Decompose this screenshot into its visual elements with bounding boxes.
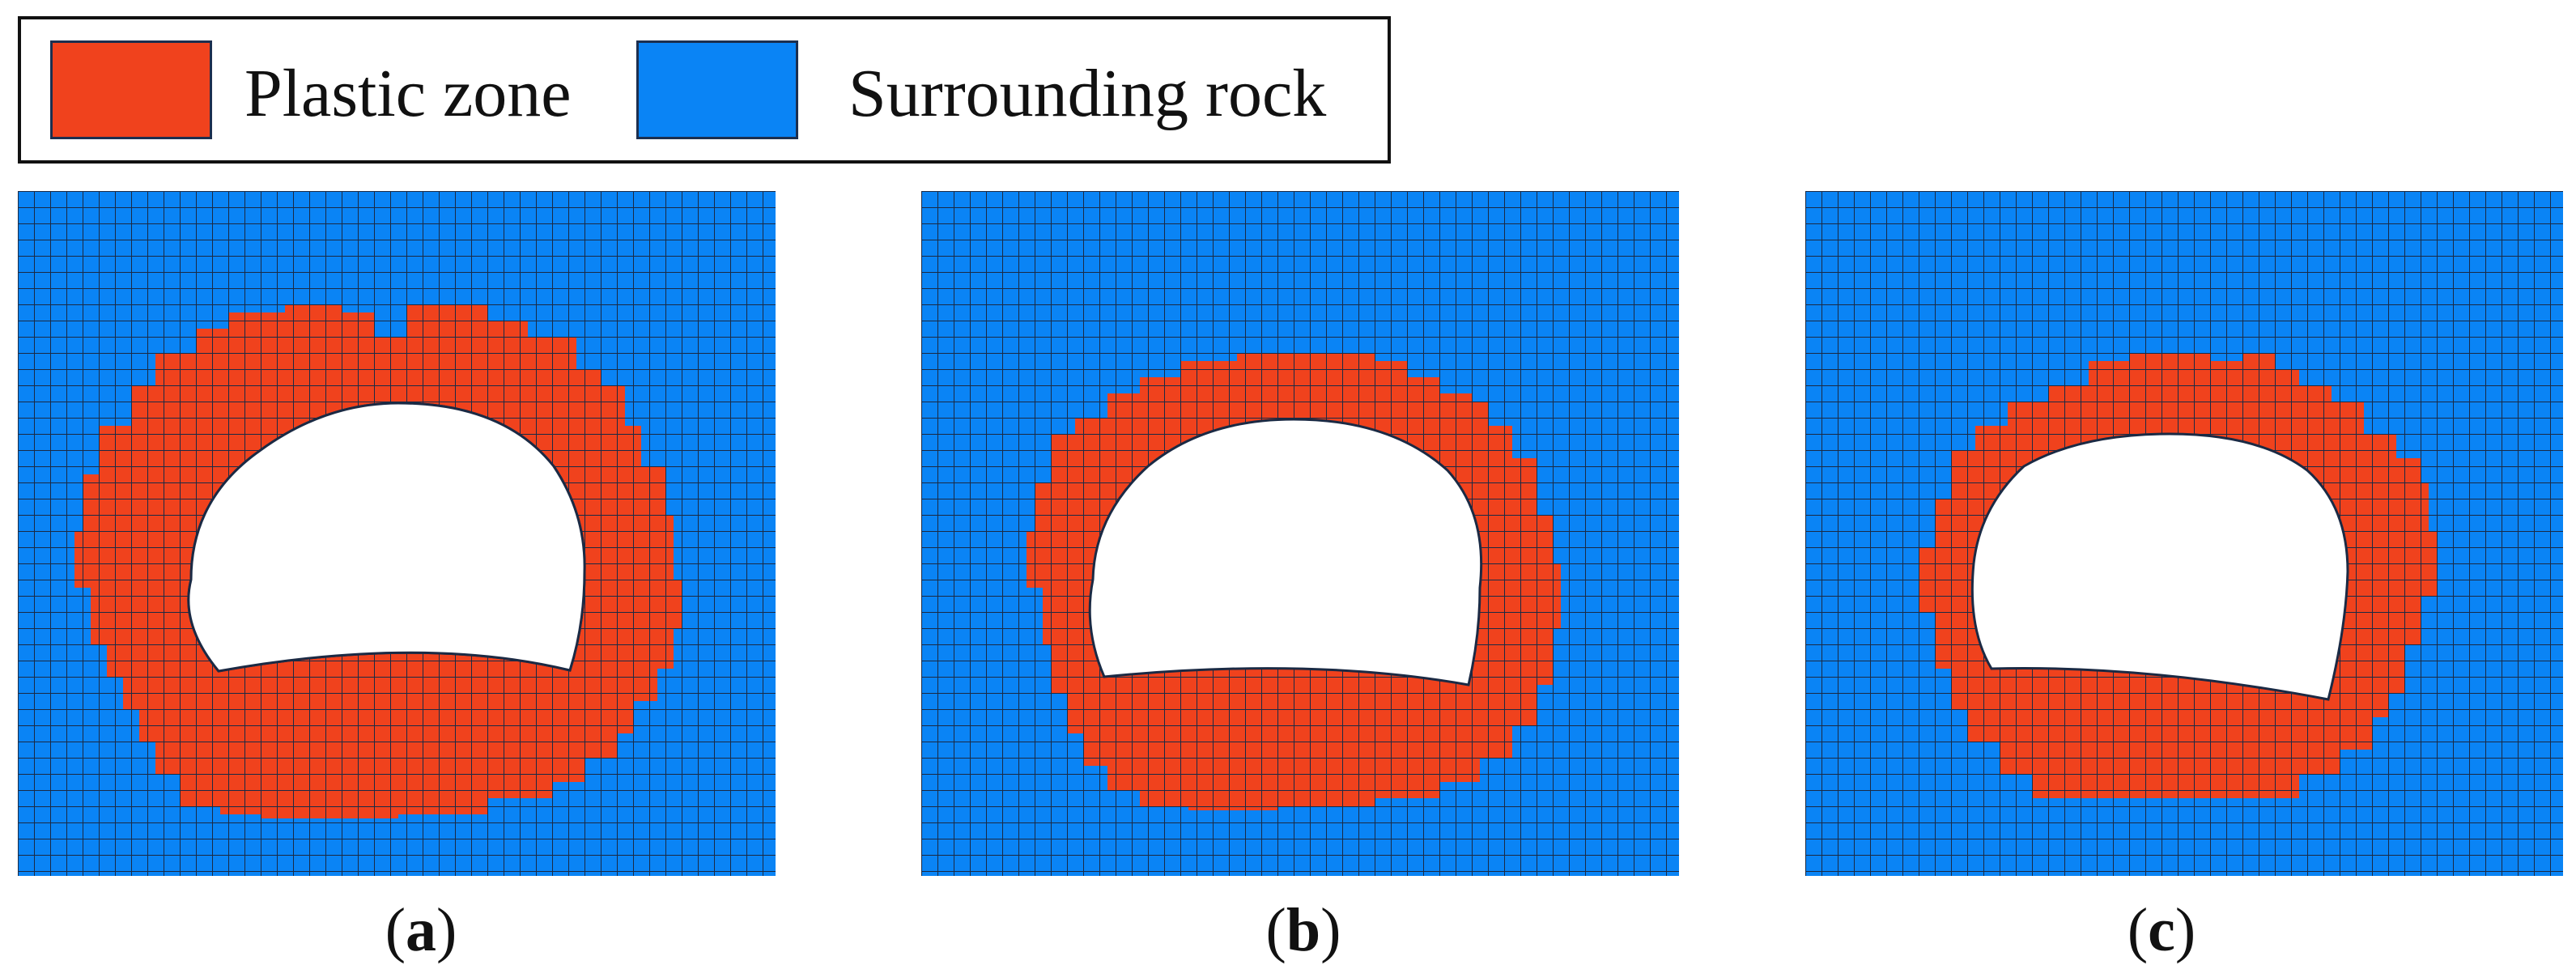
tunnel-cavity-overlay [187,402,586,673]
legend-swatch-surrounding-rock [636,40,798,139]
tunnel-cavity [1088,418,1483,686]
caption-b-letter: b [1286,896,1321,964]
tunnel-cavity [1970,432,2349,701]
caption-a: (a) [356,894,486,967]
mesh-panel-b [921,191,1679,876]
panel-b [921,191,1679,876]
legend: Plastic zone Surrounding rock [18,16,1391,164]
panel-c [1805,191,2563,876]
panel-a [18,191,776,876]
mesh-panel-a [18,191,776,876]
caption-b-close-paren: ) [1320,896,1341,964]
caption-a-close-paren: ) [436,896,457,964]
caption-c-letter: c [2148,896,2175,964]
legend-swatch-plastic-zone [50,40,212,139]
caption-b-open-paren: ( [1265,896,1286,964]
caption-a-letter: a [406,896,436,964]
caption-c-open-paren: ( [2127,896,2149,964]
caption-b: (b) [1239,894,1368,967]
caption-a-open-paren: ( [385,896,406,964]
caption-c-close-paren: ) [2174,896,2196,964]
legend-label-plastic-zone: Plastic zone [244,56,572,131]
caption-c: (c) [2097,894,2226,967]
legend-label-surrounding-rock: Surrounding rock [848,56,1327,131]
mesh-panel-c [1805,191,2563,876]
